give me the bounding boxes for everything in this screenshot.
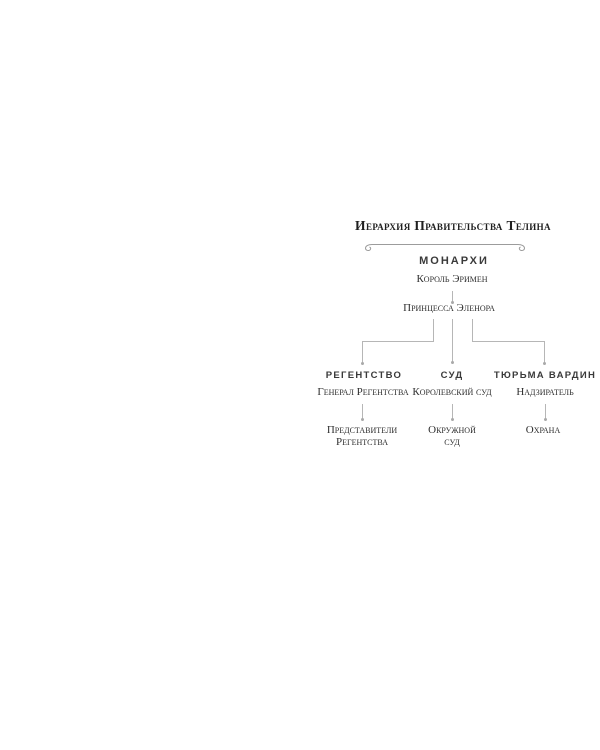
scroll-divider-ornament <box>364 244 526 252</box>
node-princess: Принцесса Эленора <box>403 302 495 314</box>
connector-king-princess <box>451 291 453 302</box>
node-district-court: Окружной суд <box>428 424 476 448</box>
node-guard: Охрана <box>525 424 561 436</box>
connector-down-left <box>362 341 363 364</box>
connector-endpoint-dot <box>450 418 454 421</box>
connector-regency <box>362 404 363 420</box>
connector-elbow-left <box>362 341 434 342</box>
connector-endpoint-dot <box>543 418 547 421</box>
connector-court <box>451 404 453 420</box>
connector-endpoint-dot <box>360 362 364 365</box>
connector-endpoint-dot <box>450 361 454 364</box>
node-regency-representatives: Представители Регентства <box>326 424 398 448</box>
divider-left-curl-icon <box>364 244 373 252</box>
connector-endpoint-dot <box>450 301 454 304</box>
connector-drop-left <box>433 319 434 342</box>
divider-right-curl-icon <box>517 244 526 252</box>
node-regency-general: Генерал Регентства <box>317 386 409 398</box>
connector-endpoint-dot <box>360 418 364 421</box>
node-warden: Надзиратель <box>516 386 574 398</box>
diagram-title: Иерархия Правительства Телина <box>355 218 551 233</box>
connector-endpoint-dot <box>542 362 546 365</box>
connector-drop-right <box>472 319 473 342</box>
connector-prison <box>544 404 546 420</box>
connector-drop-center <box>451 319 453 363</box>
section-header-regency: РЕГЕНТСТВО <box>325 370 403 381</box>
section-header-prison: ТЮРЬМА ВАРДИН <box>493 370 597 381</box>
connector-down-right <box>544 341 545 364</box>
connector-elbow-right <box>472 341 545 342</box>
section-header-court: СУД <box>440 370 464 381</box>
node-royal-court: Королевский суд <box>412 386 492 398</box>
section-header-monarchs: МОНАРХИ <box>419 255 489 267</box>
node-king: Король Эримен <box>416 273 488 285</box>
